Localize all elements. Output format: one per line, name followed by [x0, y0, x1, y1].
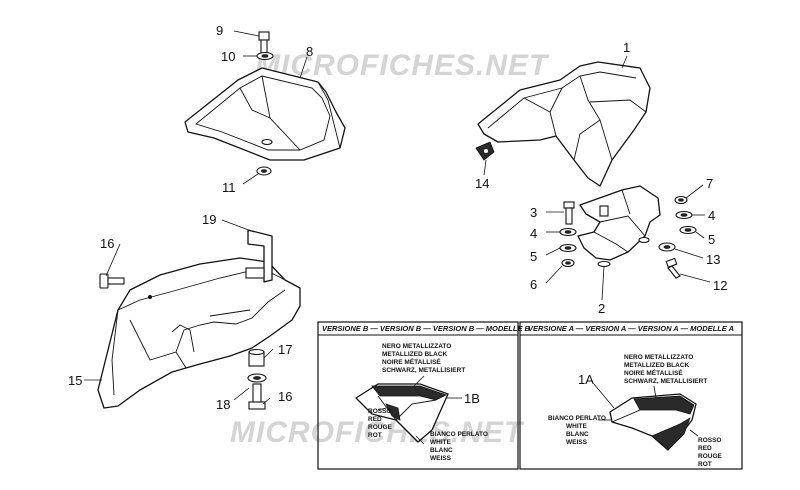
callout-15: 15	[68, 373, 82, 388]
callout-3: 3	[530, 205, 537, 220]
bracket-19	[245, 229, 273, 283]
spacer-17	[248, 348, 265, 367]
version-b-right-color-1: BIANCO PERLATO	[430, 431, 488, 438]
washer-4-right	[675, 210, 693, 220]
version-a-left-color-4: WEISS	[566, 439, 588, 446]
screw-12	[665, 257, 681, 279]
callout-13: 13	[706, 252, 720, 267]
version-b-top-color-1: NERO METALLIZZATO	[382, 343, 451, 350]
callout-2: 2	[598, 301, 605, 316]
part-8-tray	[184, 67, 346, 161]
callout-18: 18	[216, 397, 230, 412]
version-a-right-color-1: ROSSO	[698, 437, 721, 444]
version-b-part-label: 1B	[464, 391, 480, 406]
nut-11	[256, 166, 272, 176]
version-a-left-color-2: WHITE	[566, 423, 588, 430]
callout-11: 11	[222, 180, 236, 195]
version-a-top-color-3: NOIRE MÉTALLISÉ	[624, 368, 683, 377]
washer-5-left	[559, 243, 577, 253]
version-b-top-color-4: SCHWARZ, METALLISIERT	[382, 367, 465, 374]
bolt-16-left	[99, 273, 125, 289]
washer-4-left	[559, 227, 577, 237]
leader-lines	[84, 30, 711, 405]
version-a-title: VERSIONE A — VERSION A — VERSION A — MOD…	[528, 324, 734, 333]
part-1-seat-cowl	[477, 61, 651, 187]
washer-18	[247, 373, 267, 383]
version-a-right-color-3: ROUGE	[698, 453, 723, 460]
callout-9: 9	[216, 23, 223, 38]
callout-4-left: 4	[530, 226, 537, 241]
version-b-right-color-2: WHITE	[430, 439, 452, 446]
grommet-13	[658, 242, 676, 252]
callout-numbers: 9 10 8 11 1 14 3 4 5 6 2 7 4 5 13 12 16 …	[68, 23, 727, 412]
version-b-panel: VERSIONE B — VERSION B — VERSION B — MOD…	[317, 321, 531, 470]
part-2-bracket	[577, 185, 661, 268]
version-a-top-color-2: METALLIZED BLACK	[624, 362, 690, 369]
callout-8: 8	[306, 44, 313, 59]
version-a-top-color-1: NERO METALLIZZATO	[624, 354, 693, 361]
version-a-right-color-2: RED	[698, 445, 712, 452]
watermark-bottom: MICROFICHES.NET	[230, 416, 525, 449]
callout-16-bottom: 16	[278, 389, 292, 404]
version-a-panel: VERSIONE A — VERSION A — VERSION A — MOD…	[519, 321, 743, 470]
bolt-16-bottom	[248, 383, 266, 410]
bolt-9	[258, 31, 270, 55]
version-b-right-color-3: BLANC	[430, 447, 453, 454]
version-a-left-color-1: BIANCO PERLATO	[548, 415, 606, 422]
version-a-left-color-3: BLANC	[566, 431, 589, 438]
part-15-belly-pan	[97, 257, 301, 409]
version-a-part-label: 1A	[578, 372, 594, 387]
callout-16-left: 16	[100, 236, 114, 251]
callout-19: 19	[202, 212, 216, 227]
bolt-3	[563, 201, 575, 225]
version-b-title: VERSIONE B — VERSION B — VERSION B — MOD…	[322, 324, 531, 333]
version-b-left-color-1: ROSSO	[368, 408, 391, 415]
callout-7: 7	[706, 176, 713, 191]
version-b-left-color-2: RED	[368, 416, 382, 423]
version-b-top-color-3: NOIRE MÉTALLISÉ	[382, 357, 441, 366]
callout-4-right: 4	[708, 208, 715, 223]
clip-14	[475, 141, 495, 161]
version-b-right-color-4: WEISS	[430, 455, 452, 462]
callout-14: 14	[475, 176, 489, 191]
washer-10	[256, 51, 274, 61]
callout-10: 10	[221, 49, 235, 64]
version-b-left-color-3: ROUGE	[368, 424, 393, 431]
version-a-top-color-4: SCHWARZ, METALLISIERT	[624, 378, 707, 385]
callout-6: 6	[530, 277, 537, 292]
version-b-top-color-2: METALLIZED BLACK	[382, 351, 448, 358]
nut-7	[674, 195, 688, 205]
washer-5-right	[679, 225, 697, 235]
callout-1: 1	[623, 40, 630, 55]
callout-5-right: 5	[708, 232, 715, 247]
callout-12: 12	[713, 278, 727, 293]
nut-6	[561, 258, 575, 268]
version-a-right-color-4: ROT	[698, 461, 712, 468]
callout-5-left: 5	[530, 249, 537, 264]
callout-17: 17	[278, 342, 292, 357]
version-b-left-color-4: ROT	[368, 432, 382, 439]
